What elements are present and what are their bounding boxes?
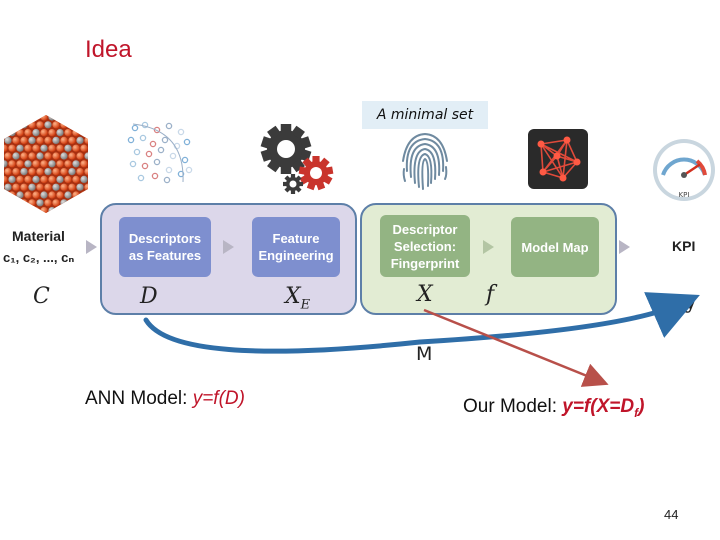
slide-title: Idea xyxy=(85,36,132,63)
material-crystal-icon xyxy=(4,115,88,213)
model-map-box: Model Map xyxy=(511,217,599,277)
minimal-set-label: A minimal set xyxy=(362,101,488,129)
flow-arrow-in xyxy=(86,240,97,254)
flow-arrow-2 xyxy=(483,240,494,254)
flow-arrow-out xyxy=(619,240,630,254)
components-label: c₁, c₂, ..., cₙ xyxy=(3,250,75,265)
gears-icon xyxy=(260,124,334,194)
fingerprint-mapping-arrow xyxy=(423,308,609,387)
kpi-label: KPI xyxy=(672,238,696,254)
ann-mapping-curve xyxy=(143,292,700,354)
symbol-m: M xyxy=(416,343,433,365)
symbol-xe: XE xyxy=(285,284,311,313)
page-number: 44 xyxy=(664,507,679,522)
ann-model-caption: ANN Model: y=f(D) xyxy=(85,388,245,409)
descriptor-dots-icon xyxy=(127,121,193,184)
network-map-icon xyxy=(528,129,588,189)
symbol-x: X xyxy=(417,282,433,307)
kpi-gauge-text: KPI xyxy=(679,191,690,199)
flow-arrow-1 xyxy=(223,240,234,254)
symbol-f: f xyxy=(486,282,495,307)
fingerprint-icon xyxy=(402,132,448,190)
symbol-d: D xyxy=(140,284,158,309)
symbol-c: C xyxy=(33,284,50,309)
our-model-caption: Our Model: y=f(X=Df) xyxy=(463,396,645,420)
material-label: Material xyxy=(12,228,65,244)
kpi-gauge-icon: KPI xyxy=(653,139,715,201)
